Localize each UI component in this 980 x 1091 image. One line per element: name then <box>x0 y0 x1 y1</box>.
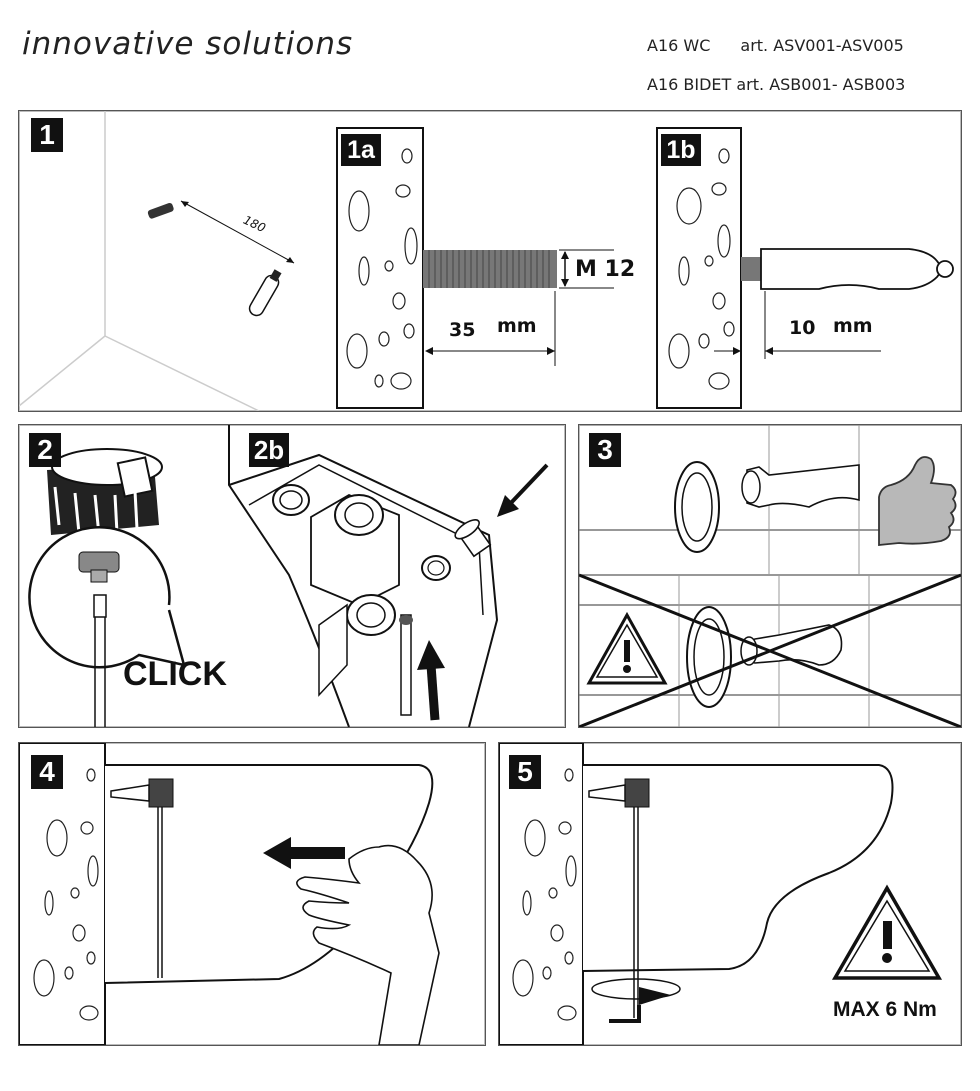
arrow-left-icon <box>263 837 345 869</box>
hand-icon <box>296 844 440 1045</box>
step-4-panel: 4 <box>18 742 486 1046</box>
arrow-up-icon <box>417 640 445 721</box>
step-number: 4 <box>31 755 63 789</box>
step-5-panel: 5 MAX 6 Nm <box>498 742 962 1046</box>
step-3-illustration <box>579 425 961 727</box>
connector-icon <box>47 448 163 557</box>
torque-limit-text: MAX 6 Nm <box>833 998 937 1021</box>
step-number: 2 <box>29 433 61 467</box>
step-5-illustration <box>499 743 943 1045</box>
warning-icon <box>586 611 668 685</box>
rotate-icon <box>591 978 681 1005</box>
article-wc: art. ASV001-ASV005 <box>740 36 904 55</box>
sub-step-1a: 1a <box>341 134 381 166</box>
product-wc: A16 WC <box>647 36 711 55</box>
product-line-wc: A16 WC art. ASV001-ASV005 <box>647 36 904 55</box>
product-line-bidet: A16 BIDET art. ASB001- ASB003 <box>647 75 906 94</box>
bolt-sleeve-icon <box>248 269 282 317</box>
step-number: 5 <box>509 755 541 789</box>
thumbs-up-icon <box>878 456 957 546</box>
step-2-panel: 2 CLICK 2b <box>18 424 566 728</box>
sub-step-1b: 1b <box>661 134 701 166</box>
thread-size-label: M 12 <box>575 257 636 282</box>
brand-slogan: innovative solutions <box>22 26 354 62</box>
step-1-illustration <box>19 111 954 411</box>
arrow-down-left-icon <box>497 463 549 517</box>
gap-value: 10 <box>789 317 816 339</box>
warning-icon <box>831 884 943 980</box>
gap-unit: mm <box>833 315 873 337</box>
bolt-icon <box>147 202 174 219</box>
depth-value: 35 <box>449 319 476 341</box>
step-4-illustration <box>19 743 440 1045</box>
step-3-panel: 3 <box>578 424 962 728</box>
depth-unit: mm <box>497 315 537 337</box>
step-number: 3 <box>589 433 621 467</box>
sub-step-2b: 2b <box>249 433 289 467</box>
click-text: CLICK <box>123 655 227 693</box>
step-1-panel: 1 180 1a M 12 35 mm 1b 10 mm <box>18 110 962 412</box>
step-2-illustration <box>28 425 549 727</box>
step-number: 1 <box>31 118 63 152</box>
